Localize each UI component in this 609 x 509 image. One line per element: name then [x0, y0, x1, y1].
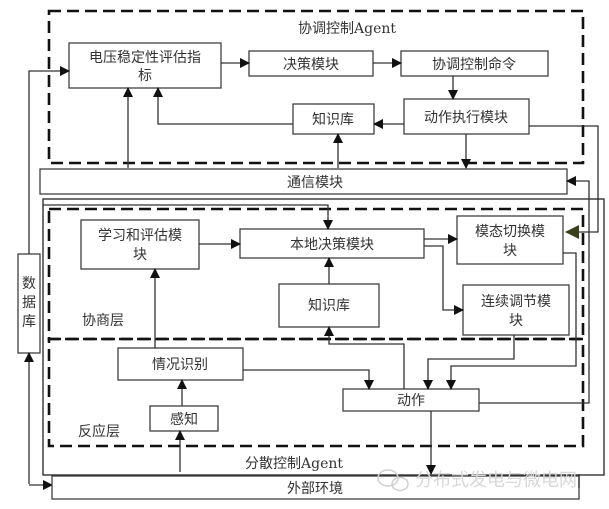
arrow-database-to-index [28, 66, 70, 254]
arrow-kb-to-index [153, 87, 293, 125]
reaction-layer-label: 反应层 [78, 423, 120, 440]
database-node: 数 据 库 [17, 253, 41, 354]
database-label-3: 库 [22, 314, 36, 330]
continuous-adjustment-node: 连续调节模 块 [462, 284, 570, 336]
local-decision-label: 本地决策模块 [290, 236, 374, 253]
arrow-continuous-to-action [423, 335, 515, 390]
communication-module-label: 通信模块 [287, 175, 343, 191]
database-label-2: 据 [22, 295, 36, 311]
arrow-action-to-comm [479, 176, 590, 404]
coordination-agent-label: 协调控制Agent [298, 21, 396, 37]
voltage-stability-index-label-2: 标 [138, 68, 152, 84]
knowledge-base-top-node: 知识库 [292, 103, 375, 135]
mode-switch-node: 模态切换模 块 [456, 215, 564, 265]
arrow-action-to-kb [324, 326, 405, 389]
watermark: 分布式发电与微电网 [377, 469, 577, 492]
knowledge-base-top-label: 知识库 [312, 111, 354, 128]
negotiation-layer-label: 协商层 [82, 313, 124, 329]
local-decision-node: 本地决策模块 [239, 228, 425, 259]
learning-evaluation-label-2: 块 [133, 247, 147, 263]
action-execution-node: 动作执行模块 [403, 98, 530, 135]
action-label: 动作 [397, 393, 425, 409]
arrow-exec-to-mode-switch [529, 125, 599, 239]
learning-evaluation-node: 学习和评估模 块 [80, 219, 200, 270]
distributed-agent-frame [42, 198, 605, 476]
coord-command-label: 协调控制命令 [432, 56, 516, 73]
continuous-adjustment-label-1: 连续调节模 [481, 293, 551, 310]
distributed-agent-label: 分散控制Agent [245, 456, 343, 472]
voltage-stability-index-label-1: 电压稳定性评估指 [89, 50, 201, 66]
decision-module-label: 决策模块 [283, 56, 339, 73]
negotiation-layer-frame [47, 207, 585, 341]
knowledge-base-local-node: 知识库 [278, 283, 380, 328]
situation-recognition-label: 情况识别 [152, 357, 208, 373]
perception-label: 感知 [170, 411, 198, 428]
voltage-stability-index-node: 电压稳定性评估指 标 [68, 42, 222, 89]
action-node: 动作 [342, 388, 480, 412]
situation-recognition-node: 情况识别 [117, 347, 244, 381]
knowledge-base-local-label: 知识库 [308, 297, 350, 314]
decision-module-node: 决策模块 [248, 50, 374, 77]
reaction-layer-frame [47, 337, 585, 448]
database-label-1: 数 [22, 276, 36, 292]
communication-module-node: 通信模块 [39, 168, 568, 195]
coord-command-node: 协调控制命令 [400, 50, 549, 77]
arrow-mode-switch-to-action [446, 252, 577, 390]
external-environment-label: 外部环境 [287, 481, 343, 497]
arrow-comm-to-local-decision [43, 204, 333, 230]
arrow-local-to-continuous [424, 245, 464, 315]
coordination-agent-frame [47, 9, 585, 165]
continuous-adjustment-label-2: 块 [509, 313, 523, 329]
mode-switch-label-1: 模态切换模 [475, 223, 545, 240]
action-execution-label: 动作执行模块 [424, 110, 508, 126]
mode-switch-label-2: 块 [503, 243, 517, 259]
perception-node: 感知 [149, 405, 219, 432]
arrow-situation-to-action [243, 369, 374, 390]
watermark-text: 分布式发电与微电网 [415, 470, 577, 491]
wechat-icon [377, 469, 409, 492]
learning-evaluation-label-1: 学习和评估模 [98, 228, 182, 244]
